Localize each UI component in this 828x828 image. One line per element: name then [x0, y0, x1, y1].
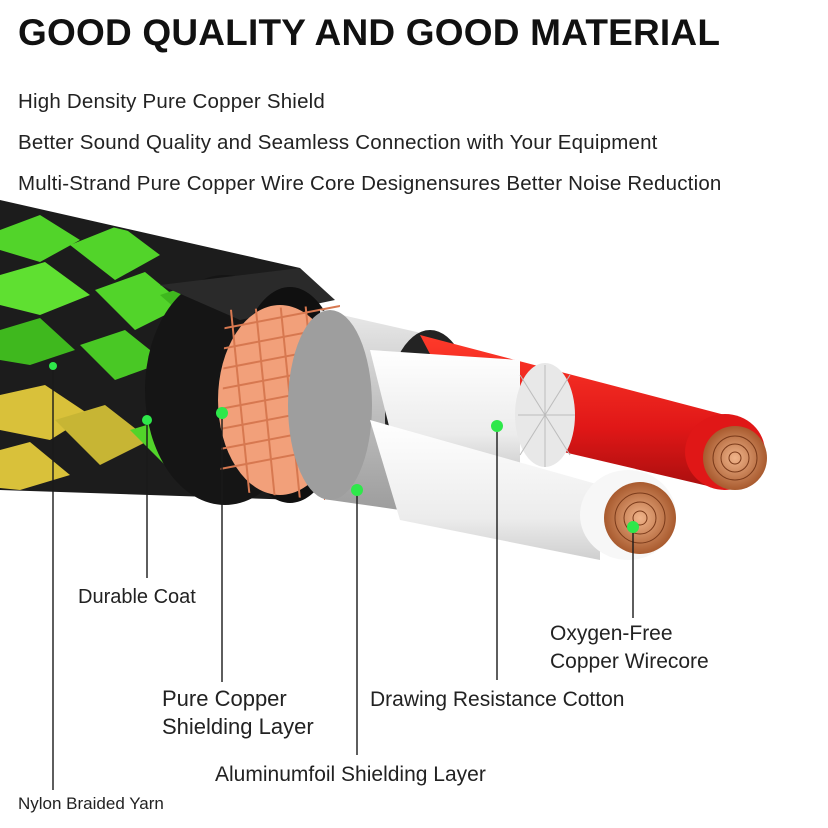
- marker-oxygen-free: [627, 521, 639, 533]
- feature-sound-quality: Better Sound Quality and Seamless Connec…: [18, 131, 658, 154]
- feature-copper-shield: High Density Pure Copper Shield: [18, 90, 326, 113]
- label-drawing-cotton: Drawing Resistance Cotton: [370, 688, 624, 711]
- label-nylon-yarn: Nylon Braided Yarn: [18, 794, 164, 813]
- label-copper-shield-line1: Pure Copper: [162, 686, 287, 711]
- white-conductor: [370, 350, 676, 560]
- marker-aluminum-foil: [351, 484, 363, 496]
- marker-durable-coat: [142, 415, 152, 425]
- label-oxygen-free-line1: Oxygen-Free: [550, 622, 673, 645]
- label-aluminum-foil: Aluminumfoil Shielding Layer: [215, 763, 486, 786]
- marker-nylon-yarn: [49, 362, 57, 370]
- feature-noise-reduction: Multi-Strand Pure Copper Wire Core Desig…: [18, 172, 722, 195]
- page-headline: GOOD QUALITY AND GOOD MATERIAL: [18, 12, 721, 53]
- label-durable-coat: Durable Coat: [78, 586, 196, 608]
- label-oxygen-free-line2: Copper Wirecore: [550, 650, 709, 673]
- marker-drawing-cotton: [491, 420, 503, 432]
- label-copper-shield-line2: Shielding Layer: [162, 714, 314, 739]
- marker-copper-shield: [216, 407, 228, 419]
